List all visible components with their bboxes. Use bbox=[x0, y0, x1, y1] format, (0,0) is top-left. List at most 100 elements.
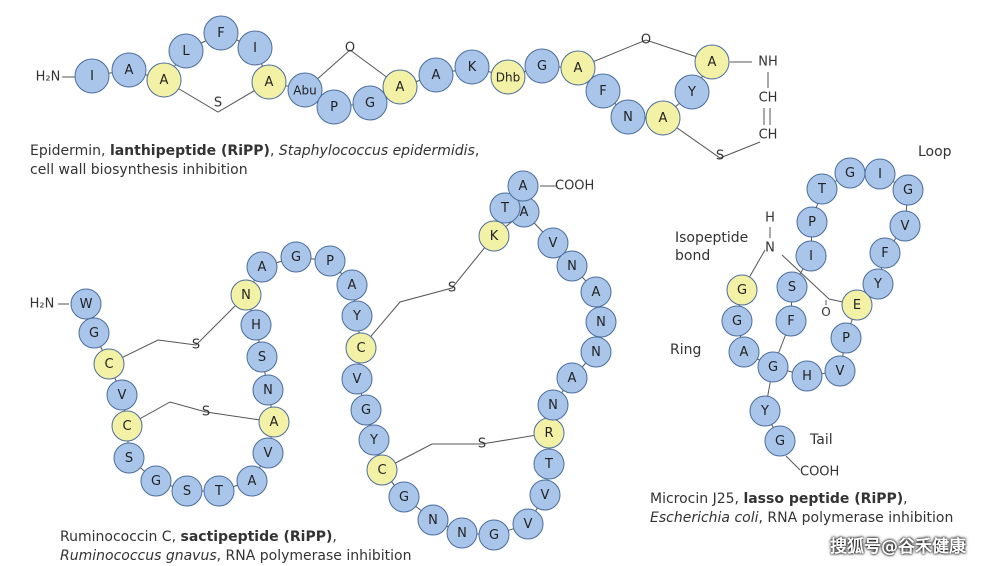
epidermin-residue: G bbox=[524, 48, 560, 84]
residue-label: R bbox=[544, 426, 553, 441]
caption-text: , bbox=[903, 491, 908, 507]
residue-circle bbox=[203, 15, 239, 51]
residue-circle bbox=[478, 519, 510, 551]
epidermin-residue: A bbox=[418, 57, 454, 93]
residue-label: Y bbox=[873, 277, 882, 292]
ruminococcin-residue: N bbox=[585, 306, 617, 338]
residue-circle bbox=[749, 395, 781, 427]
epidermin-residue: N bbox=[610, 99, 646, 135]
ruminococcin-residue: G bbox=[78, 317, 110, 349]
residue-circle bbox=[93, 348, 125, 380]
sulfur-atom: S bbox=[192, 338, 200, 353]
residue-label: P bbox=[330, 100, 338, 115]
ruminococcin-residue: V bbox=[106, 379, 138, 411]
microcin-residue: F bbox=[775, 305, 807, 337]
residue-label: G bbox=[775, 434, 785, 449]
residue-label: I bbox=[90, 69, 94, 84]
sulfur-atom: S bbox=[202, 405, 210, 420]
watermark: 搜狐号@谷禾健康 bbox=[830, 537, 966, 557]
thioether-bridge bbox=[108, 294, 247, 365]
epidermin-residue: L bbox=[168, 33, 204, 69]
residue-circle bbox=[287, 72, 323, 108]
microcin-residue: G bbox=[721, 305, 753, 337]
residue-label: T bbox=[214, 484, 223, 499]
residue-label: Dhb bbox=[496, 71, 520, 85]
microcin-residue: Y bbox=[862, 268, 894, 300]
ruminococcin-residue: N bbox=[537, 389, 569, 421]
residue-label: A bbox=[708, 55, 717, 70]
residue-label: C bbox=[122, 419, 131, 434]
residue-label: C bbox=[104, 357, 113, 372]
epidermin-residue: A bbox=[146, 62, 182, 98]
residue-label: G bbox=[737, 283, 747, 298]
epidermin-residue: A bbox=[111, 52, 147, 88]
epidermin-residue: Abu bbox=[287, 72, 323, 108]
residue-circle bbox=[314, 245, 346, 277]
microcin-residue: Y bbox=[749, 395, 781, 427]
residue-circle bbox=[892, 174, 924, 206]
residue-circle bbox=[203, 475, 235, 507]
residue-label: I bbox=[253, 41, 257, 56]
residue-circle bbox=[834, 157, 866, 189]
microcin-residue: G bbox=[757, 351, 789, 383]
ruminococcin-caption: Ruminococcin C, sactipeptide (RiPP), Rum… bbox=[60, 528, 411, 566]
residue-circle bbox=[417, 504, 449, 536]
residue-label: S bbox=[125, 451, 133, 466]
residue-label: I bbox=[809, 249, 813, 264]
caption-species: Ruminococcus gnavus bbox=[60, 548, 217, 564]
residue-circle bbox=[610, 99, 646, 135]
residue-circle bbox=[168, 33, 204, 69]
residue-circle bbox=[694, 44, 730, 80]
caption-bold: sactipeptide (RiPP) bbox=[180, 529, 333, 545]
residue-circle bbox=[512, 508, 544, 540]
ruminococcin-residue: G bbox=[350, 394, 382, 426]
ruminococcin-residue: A bbox=[236, 465, 268, 497]
ruminococcin-residue: G bbox=[478, 519, 510, 551]
epidermin-residue: Dhb bbox=[490, 59, 526, 95]
microcin-residue: H bbox=[791, 360, 823, 392]
residue-circle bbox=[533, 448, 565, 480]
oxygen-atom: O bbox=[641, 33, 651, 48]
residue-circle bbox=[796, 206, 828, 238]
epidermin-residue: A bbox=[560, 50, 596, 86]
oxygen-atom: O bbox=[345, 41, 355, 56]
residue-label: K bbox=[490, 229, 499, 244]
residue-label: V bbox=[541, 488, 550, 503]
residue-circle bbox=[341, 300, 373, 332]
residue-circle bbox=[776, 271, 808, 303]
microcin-residue: V bbox=[889, 210, 921, 242]
residue-circle bbox=[350, 394, 382, 426]
ruminococcin-residue: S bbox=[246, 341, 278, 373]
residue-label: Y bbox=[352, 309, 361, 324]
ruminococcin-residue: H bbox=[240, 309, 272, 341]
residue-circle bbox=[246, 341, 278, 373]
caption-species: Staphylococcus epidermidis bbox=[278, 143, 475, 159]
residue-circle bbox=[580, 336, 612, 368]
residue-circle bbox=[382, 69, 418, 105]
microcin-residue: G bbox=[726, 274, 758, 306]
residue-label: L bbox=[182, 44, 190, 59]
residue-circle bbox=[171, 475, 203, 507]
residue-label: S bbox=[258, 350, 266, 365]
ruminococcin-residue: N bbox=[580, 336, 612, 368]
ruminococcin-residue: A bbox=[507, 170, 539, 202]
residue-label: A bbox=[520, 205, 529, 220]
residue-label: P bbox=[326, 254, 334, 269]
ruminococcin-residue: N bbox=[417, 504, 449, 536]
residue-label: A bbox=[659, 111, 668, 126]
ruminococcin-residue: R bbox=[533, 417, 565, 449]
residue-circle bbox=[560, 50, 596, 86]
epidermin-residue: Y bbox=[674, 74, 710, 110]
microcin-residue: G bbox=[834, 157, 866, 189]
residue-label: A bbox=[396, 80, 405, 95]
residue-label: C bbox=[377, 463, 386, 478]
microcin-residue: G bbox=[764, 425, 796, 457]
microcin-residue: P bbox=[796, 206, 828, 238]
residue-circle bbox=[352, 85, 388, 121]
tail-label: Tail bbox=[809, 432, 833, 448]
caption-text: , bbox=[269, 143, 279, 159]
ether-bridge bbox=[577, 39, 713, 69]
ruminococcin-residue: G bbox=[140, 465, 172, 497]
epidermin-n-terminus: H₂N bbox=[36, 70, 61, 85]
residue-label: N bbox=[241, 288, 251, 303]
